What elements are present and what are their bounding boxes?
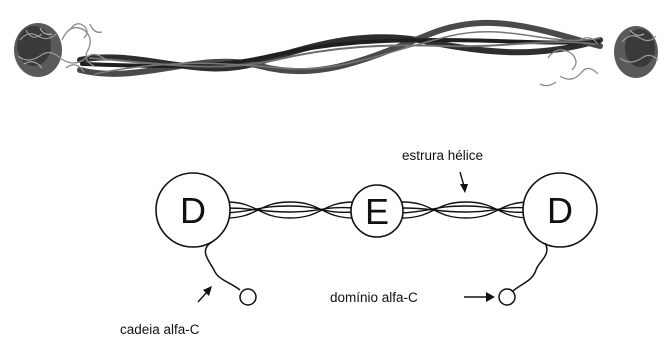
chain-arrow-head xyxy=(203,286,212,296)
domain-arrow-head xyxy=(486,292,495,302)
globular-domain-right xyxy=(614,26,659,78)
annotation-arrows xyxy=(197,171,495,303)
alpha-c-chain-right xyxy=(511,242,548,293)
node-d-left-label: D xyxy=(180,190,206,231)
label-alpha-c-domain: domínio alfa-C xyxy=(330,290,418,305)
helix-strands xyxy=(225,201,531,219)
node-e-label: E xyxy=(365,191,389,232)
label-helix-structure: estrura hélice xyxy=(402,148,483,163)
node-d-left: D xyxy=(155,172,231,248)
loose-strands-left xyxy=(59,23,107,73)
loose-strands-right xyxy=(539,37,599,87)
alpha-c-chain-left xyxy=(204,241,241,291)
node-d-right: D xyxy=(522,172,598,248)
molecular-structure-image xyxy=(14,19,659,87)
globular-domain-left xyxy=(14,23,62,77)
helix-arrow-head xyxy=(460,184,468,193)
schematic-diagram: D E D xyxy=(120,148,598,337)
node-d-right-label: D xyxy=(547,190,573,231)
alpha-c-domain-right xyxy=(498,288,516,306)
node-e-center: E xyxy=(350,184,404,238)
label-alpha-c-chain: cadeia alfa-C xyxy=(120,322,200,337)
coiled-coil-bundle xyxy=(77,19,603,77)
alpha-c-domain-left xyxy=(239,288,257,306)
